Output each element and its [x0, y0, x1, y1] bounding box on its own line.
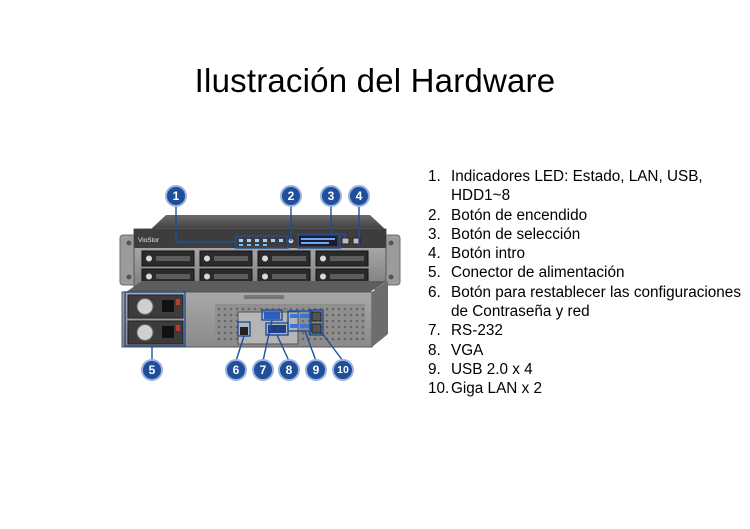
rs232-port: [264, 312, 280, 319]
rear-vents: [215, 304, 365, 342]
slide-title: Ilustración del Hardware: [194, 62, 556, 99]
rear-side: [372, 281, 388, 347]
lcd-display: [299, 236, 337, 246]
legend-item: 7.RS-232: [428, 322, 503, 340]
enter-button: [352, 237, 361, 245]
callout-9: 9: [305, 359, 327, 381]
control-strip: [134, 229, 386, 248]
legend-item: 1.Indicadores LED: Estado, LAN, USB, HDD…: [428, 168, 703, 205]
legend-item: 4.Botón intro: [428, 245, 525, 263]
callout-6: 6: [225, 359, 247, 381]
callout-7: 7: [252, 359, 274, 381]
rack-ear-left: [119, 234, 139, 286]
legend-item: 3.Botón de selección: [428, 225, 581, 243]
io-panel: [237, 311, 299, 345]
svg-text:9: 9: [313, 363, 320, 377]
drive-bays: [141, 250, 369, 285]
chassis-top: [150, 215, 386, 230]
leader-lines: [151, 205, 360, 362]
svg-text:8: 8: [286, 363, 293, 377]
callout-3: 3: [320, 185, 342, 207]
svg-text:5: 5: [149, 363, 156, 377]
svg-text:2: 2: [288, 189, 295, 203]
vga-port: [268, 325, 286, 333]
svg-text:4: 4: [356, 189, 363, 203]
svg-text:10: 10: [337, 364, 349, 376]
led-indicators: [239, 239, 283, 246]
power-button: [287, 237, 295, 245]
legend-item: 2.Botón de encendido: [428, 206, 588, 224]
power-socket: [162, 326, 174, 338]
legend-item: 8.VGA: [428, 341, 484, 359]
power-supplies: [127, 294, 184, 345]
select-button: [341, 237, 350, 245]
reset-button: [240, 327, 248, 335]
callout-2: 2: [280, 185, 302, 207]
svg-text:1: 1: [173, 189, 180, 203]
legend-item: 10.Giga LAN x 2: [428, 380, 542, 398]
rear-chassis-top: [126, 281, 386, 292]
callout-8: 8: [278, 359, 300, 381]
svg-text:3: 3: [328, 189, 335, 203]
rear-panel: [121, 291, 373, 348]
nas-rear-view: [121, 281, 388, 348]
usb-ports: [290, 314, 309, 328]
front-panel: [133, 228, 387, 290]
callout-10: 10: [332, 359, 354, 381]
legend-item: 6.Botón para restablecer las configuraci…: [428, 283, 741, 321]
hardware-legend: 1.Indicadores LED: Estado, LAN, USB, HDD…: [428, 167, 748, 399]
legend-item: 9.USB 2.0 x 4: [428, 360, 533, 378]
highlight-boxes: [124, 233, 341, 347]
legend-item: 5.Conector de alimentación: [428, 264, 625, 282]
nas-front-view: VioStor: [119, 215, 401, 290]
svg-text:7: 7: [260, 363, 267, 377]
callout-5: 5: [141, 359, 163, 381]
rack-ear-right: [381, 234, 401, 286]
lan-ports: [311, 311, 322, 334]
svg-text:6: 6: [233, 363, 240, 377]
callout-1: 1: [165, 185, 187, 207]
brand-logo: VioStor: [138, 237, 160, 244]
power-socket: [162, 300, 174, 312]
callout-4: 4: [348, 185, 370, 207]
